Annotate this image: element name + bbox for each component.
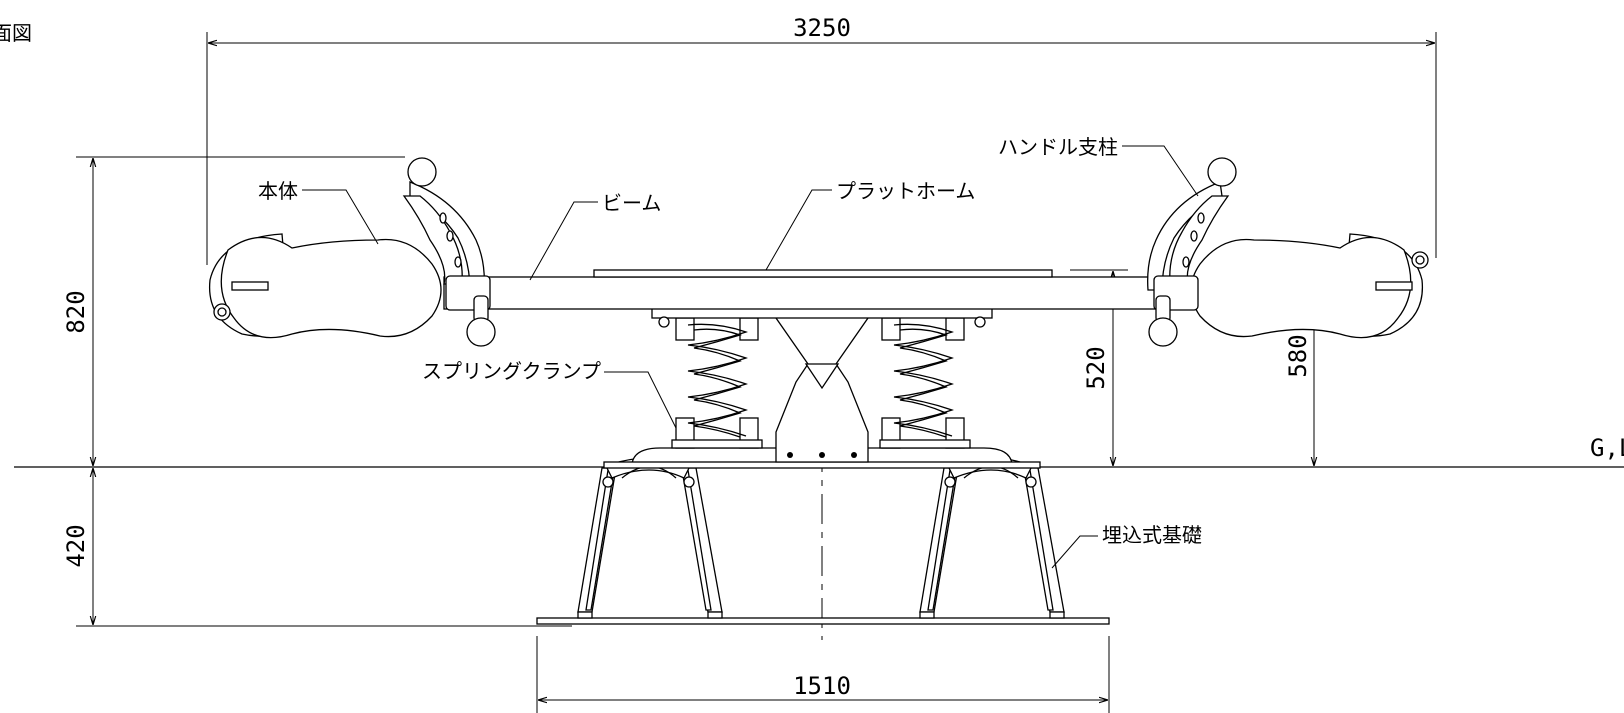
embedded-foundation bbox=[536, 457, 1110, 625]
label-handle-post: ハンドル支柱 bbox=[998, 135, 1118, 159]
callout-spring-clamp: スプリングクランプ bbox=[422, 359, 677, 429]
label-spring-clamp: スプリングクランプ bbox=[422, 359, 601, 383]
dimension-embed-depth: 420 bbox=[62, 468, 572, 627]
spring-left bbox=[671, 317, 763, 449]
dimension-overall-width: 3250 bbox=[206, 14, 1437, 265]
label-embedded-foundation: 埋込式基礎 bbox=[1102, 523, 1202, 547]
ground-label: G,L bbox=[1590, 434, 1624, 462]
beam bbox=[443, 276, 1201, 310]
center-bracket bbox=[775, 302, 869, 463]
dimension-overall-height-value: 820 bbox=[62, 290, 90, 333]
dimension-seat-height: 580 bbox=[1284, 248, 1314, 466]
dimension-seat-height-value: 580 bbox=[1284, 334, 1312, 377]
callout-handle-post: ハンドル支柱 bbox=[998, 135, 1199, 197]
dimension-foundation-width: 1510 bbox=[536, 636, 1110, 713]
dimension-overall-width-value: 3250 bbox=[793, 14, 851, 42]
spring-right bbox=[879, 317, 971, 449]
platform bbox=[593, 269, 1053, 278]
dimension-overall-height: 820 bbox=[62, 156, 405, 466]
dimension-foundation-width-value: 1510 bbox=[793, 672, 851, 700]
callout-beam: ビーム bbox=[529, 191, 661, 281]
callout-platform: プラットホーム bbox=[765, 179, 975, 271]
callout-embedded-foundation: 埋込式基礎 bbox=[1051, 523, 1202, 569]
dimension-embed-depth-value: 420 bbox=[62, 524, 90, 567]
label-platform: プラットホーム bbox=[836, 179, 975, 203]
view-title: 面図 bbox=[0, 21, 32, 45]
seat-body-left bbox=[208, 157, 496, 347]
callout-body: 本体 bbox=[258, 179, 379, 245]
dimension-platform-height-value: 520 bbox=[1082, 346, 1110, 389]
seat-body-right bbox=[1147, 157, 1429, 347]
label-body: 本体 bbox=[258, 179, 298, 203]
label-beam: ビーム bbox=[602, 191, 661, 215]
